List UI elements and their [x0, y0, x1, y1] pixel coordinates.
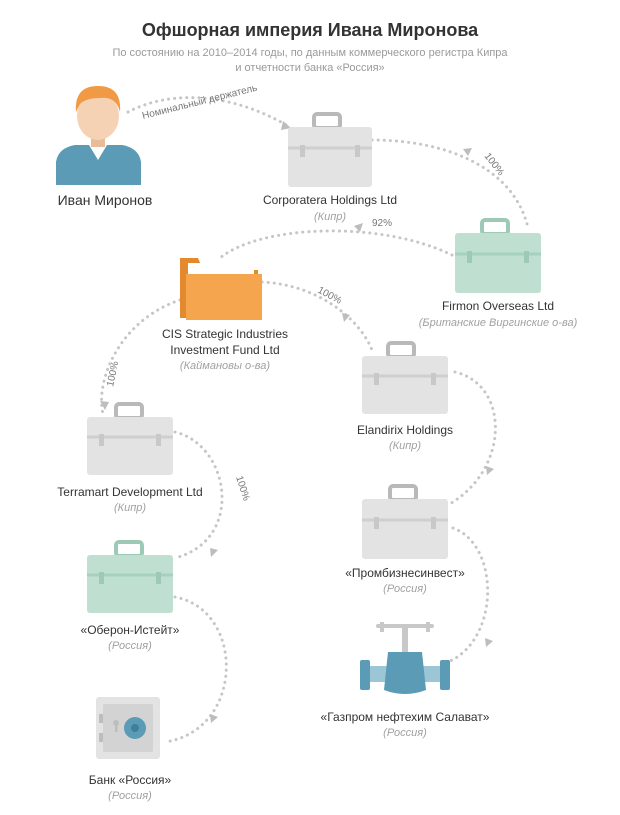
node-terramart-name: Terramart Development Ltd [57, 485, 203, 499]
edge-cis-elandirix [260, 280, 374, 352]
node-bank-name: Банк «Россия» [88, 773, 172, 787]
safe-icon [96, 697, 160, 759]
person-name: Иван Миронов [57, 192, 153, 208]
node-corporatera-country: (Кипр) [313, 211, 347, 223]
node-elandirix-name: Elandirix Holdings [356, 423, 454, 437]
arrow-tip [100, 401, 109, 410]
edge-ivan-corporatera [126, 96, 290, 128]
arrow-tip [342, 313, 350, 322]
arrow-tip [354, 223, 363, 232]
briefcase-icon-prombiz [362, 484, 448, 559]
person-icon [56, 86, 141, 185]
node-corporatera-name: Corporatera Holdings Ltd [262, 193, 398, 207]
arrow-tip [463, 148, 472, 156]
briefcase-icon-firmon [455, 218, 541, 293]
edge-elandirix-prombiz [446, 370, 497, 507]
node-prombiz-country: (Россия) [383, 583, 427, 595]
edge-cis-terramart [100, 298, 182, 416]
node-firmon-name: Firmon Overseas Ltd [441, 299, 555, 313]
pipe-valve-icon [360, 622, 450, 694]
node-cis-name-line2: Investment Fund Ltd [170, 343, 280, 357]
node-gazprom-country: (Россия) [383, 727, 427, 739]
node-bank-country: (Россия) [108, 790, 152, 802]
briefcase-icon-oberon [87, 540, 173, 613]
node-terramart-country: (Кипр) [113, 502, 147, 514]
node-gazprom-name: «Газпром нефтехим Салават» [320, 710, 490, 724]
arrow-tip [485, 638, 493, 647]
node-elandirix-country: (Кипр) [388, 440, 422, 452]
node-oberon-name: «Оберон-Истейт» [80, 623, 180, 637]
edge-terramart-oberon [173, 430, 224, 560]
folder-icon-cis [180, 258, 262, 320]
edge-label-firmon-cis: 92% [372, 218, 392, 229]
node-cis-name-line1: CIS Strategic Industries [161, 327, 289, 341]
briefcase-icon-terramart [87, 402, 173, 475]
briefcase-icon-elandirix [362, 341, 448, 414]
edge-label-cis-terramart: 100% [105, 360, 121, 387]
arrow-tip [281, 121, 291, 130]
edge-label-nominee: Номинальный держатель [141, 83, 258, 122]
edge-corporatera-firmon [370, 138, 530, 230]
page-subtitle: По состоянию на 2010–2014 годы, по данны… [0, 46, 620, 76]
node-cis-country: (Каймановы о-ва) [179, 360, 271, 372]
edge-label-cis-elandirix: 100% [316, 285, 344, 307]
node-prombiz-name: «Промбизнесинвест» [345, 566, 465, 580]
edge-oberon-bank [163, 595, 228, 744]
subtitle-text: По состоянию на 2010–2014 годы, по данны… [112, 47, 508, 74]
arrow-tip [210, 548, 218, 557]
briefcase-icon-corporatera [288, 112, 372, 187]
arrow-tip [486, 466, 494, 475]
node-oberon-country: (Россия) [108, 640, 152, 652]
page-title: Офшорная империя Ивана Миронова [141, 20, 479, 40]
edge-firmon-cis [218, 229, 454, 260]
edge-label-terramart-oberon: 100% [233, 475, 251, 503]
arrow-tip [210, 714, 218, 723]
edge-prombiz-gazprom [446, 526, 490, 664]
node-firmon-country: (Британские Виргинские о-ва) [418, 317, 578, 329]
